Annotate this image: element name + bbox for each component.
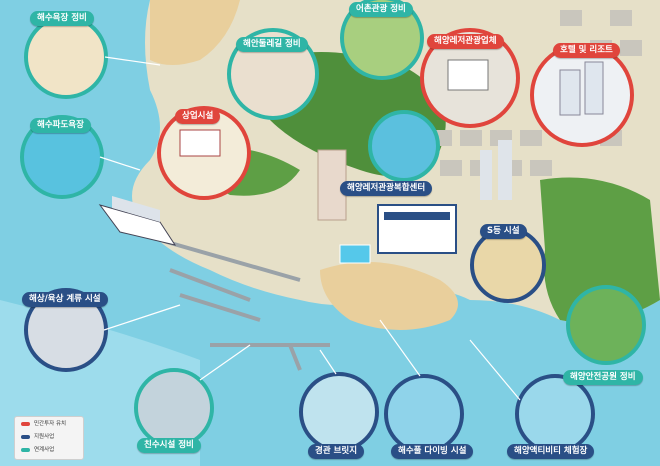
label-fishing-village: 어촌관광 정비 [349,2,413,17]
hotel-tower [584,61,604,115]
label-marine-activity: 해양액티비티 체험장 [507,444,595,459]
label-hotel-resort: 호텔 및 리조트 [553,43,620,58]
tower-building [480,150,492,200]
observation-circle [299,372,379,452]
legend-swatch [21,447,30,452]
label-marine-park: 해양안전공원 정비 [563,370,643,385]
legend-text: 민간투자 유치 [34,421,67,427]
label-marine-leisure-center: 해양레저관광복합센터 [340,181,433,196]
legend-text: 연계사업 [34,447,55,453]
harbor-piers [159,238,330,371]
fishing-village-circle [340,0,424,80]
marina-mooring-circle [24,288,108,372]
forest-coast [540,177,660,323]
label-beach-maintenance: 해수욕장 정비 [30,11,94,26]
label-commercial-facility: 상업시설 [175,109,221,124]
surf-beach-circle [20,115,104,199]
label-ship-facility: S등 시설 [480,224,527,239]
label-marine-leisure-business: 해양레저관광업체 [427,34,504,49]
legend: 민간투자 유치 지원사업 연계사업 [14,416,84,460]
label-coastal-trail: 해안둘레길 정비 [236,37,308,52]
legend-swatch [21,421,30,426]
label-observation-deck: 경관 브릿지 [308,444,365,459]
cruise-ship [98,196,177,246]
label-waterfront-facility: 친수시설 정비 [137,438,201,453]
legend-item: 지원사업 [21,432,54,442]
marine-center-windows [384,212,450,220]
legend-text: 지원사업 [34,434,55,440]
coastal-trail-circle [227,28,319,120]
label-surf-beach: 해수파도욕장 [30,118,91,133]
legend-swatch [21,434,30,439]
hotel-tower [559,69,581,116]
pointer-lines [99,56,521,401]
legend-item: 민간투자 유치 [21,419,66,429]
pool [339,244,371,264]
marine-park-circle [566,285,646,365]
label-sea-diving: 해수풀 다이빙 시설 [391,444,474,459]
tower-building [498,140,512,200]
commercial-house [179,129,221,157]
marine-activity-circle [515,374,595,454]
beach-main [320,262,458,330]
beach-top [150,0,240,65]
sea-diving-circle [384,374,464,454]
legend-item: 연계사업 [21,445,54,455]
waterfront-circle [134,368,214,448]
label-marina-mooring: 해상/육상 계류 시설 [22,292,108,307]
leisure-business-building [447,59,489,91]
marine-leisure-center-circle [368,110,440,182]
beach-maintenance-circle [24,15,108,99]
ship-facility-circle [470,227,546,303]
hotel-resort-circle [530,43,634,147]
